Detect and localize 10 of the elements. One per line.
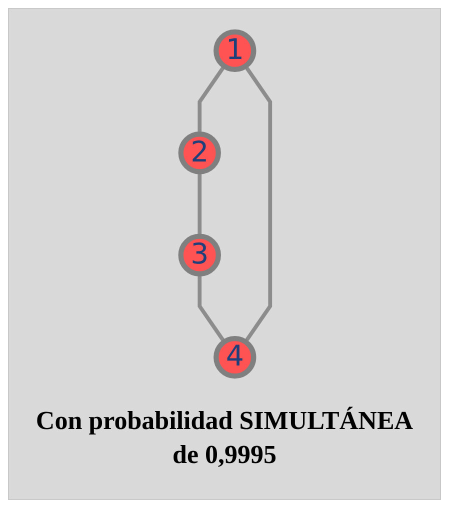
caption: Con probabilidad SIMULTÁNEA de 0,9995 — [34, 405, 414, 471]
connector — [244, 65, 272, 343]
node-circle — [214, 336, 256, 379]
node-circle — [214, 29, 256, 72]
node-circle — [178, 132, 221, 174]
connector — [198, 274, 226, 343]
node-circle — [178, 234, 221, 276]
connector — [198, 65, 226, 134]
panel-background: 1 4 2 3 Con probabilidad SIMULTÁNEA de 0,9995 — [8, 8, 441, 500]
connector — [198, 172, 202, 236]
